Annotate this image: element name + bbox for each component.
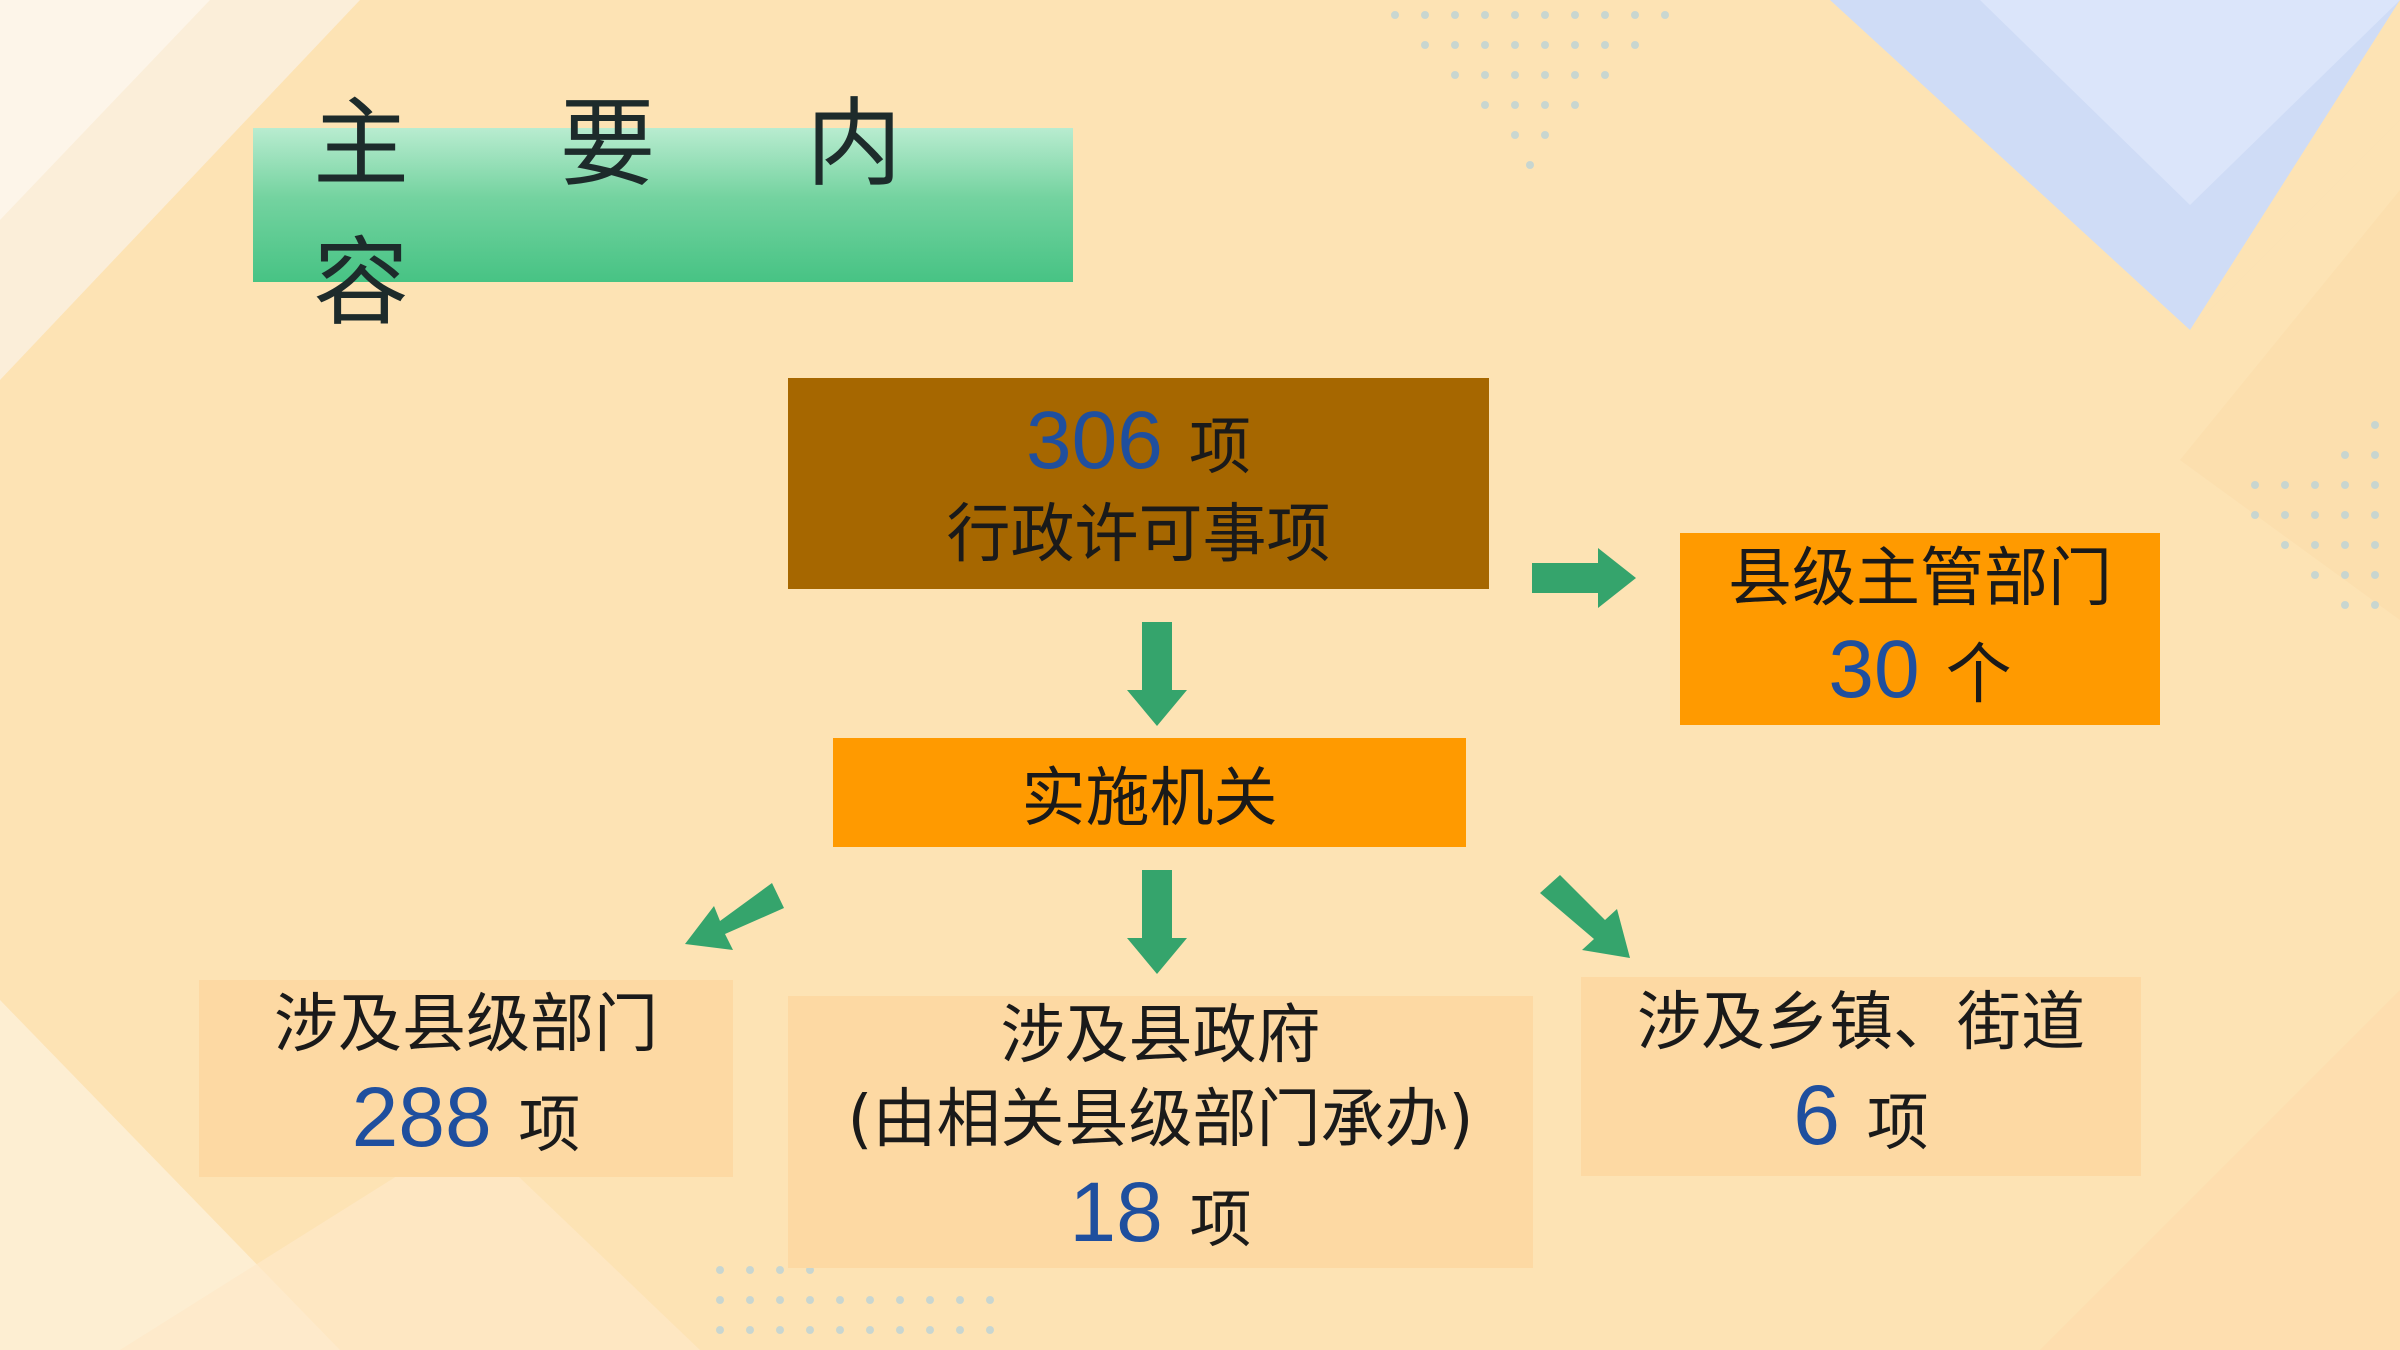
branch-count-line: 6 项 bbox=[1793, 1065, 1928, 1173]
root-count: 306 bbox=[1026, 394, 1163, 486]
branch-node-county-departments: 涉及县级部门 288 项 bbox=[199, 980, 733, 1177]
branch-count: 18 bbox=[1069, 1165, 1163, 1259]
county-dept-label: 县级主管部门 bbox=[1728, 541, 2112, 616]
branch-node-towns-streets: 涉及乡镇、街道 6 项 bbox=[1581, 977, 2141, 1176]
implementer-label: 实施机关 bbox=[1021, 761, 1278, 836]
branch-label: 涉及县政府 bbox=[1000, 999, 1321, 1073]
branch-count-line: 18 项 bbox=[1069, 1162, 1251, 1270]
root-unit: 项 bbox=[1188, 409, 1251, 483]
root-label: 行政许可事项 bbox=[946, 497, 1331, 572]
page-title: 主 要 内 容 bbox=[313, 88, 963, 339]
branch-sublabel: (由相关县级部门承办) bbox=[847, 1083, 1474, 1157]
branch-count: 6 bbox=[1793, 1067, 1840, 1162]
branch-count-line: 288 项 bbox=[352, 1067, 581, 1175]
branch-label: 涉及乡镇、街道 bbox=[1637, 985, 2085, 1060]
root-count-line: 306 项 bbox=[1026, 393, 1251, 495]
root-node-box: 306 项 行政许可事项 bbox=[788, 378, 1489, 589]
implementer-node-box: 实施机关 bbox=[833, 738, 1466, 847]
county-dept-count-line: 30 个 bbox=[1828, 622, 2011, 723]
branch-node-county-government: 涉及县政府 (由相关县级部门承办) 18 项 bbox=[788, 996, 1533, 1268]
county-dept-node-box: 县级主管部门 30 个 bbox=[1680, 533, 2160, 725]
title-banner: 主 要 内 容 bbox=[253, 88, 1073, 339]
county-dept-count: 30 bbox=[1828, 623, 1920, 715]
branch-count: 288 bbox=[351, 1069, 492, 1164]
county-dept-unit: 个 bbox=[1945, 635, 2012, 713]
branch-unit: 项 bbox=[518, 1087, 581, 1161]
branch-unit: 项 bbox=[1189, 1183, 1252, 1256]
branch-unit: 项 bbox=[1866, 1085, 1929, 1159]
branch-label: 涉及县级部门 bbox=[274, 987, 658, 1062]
